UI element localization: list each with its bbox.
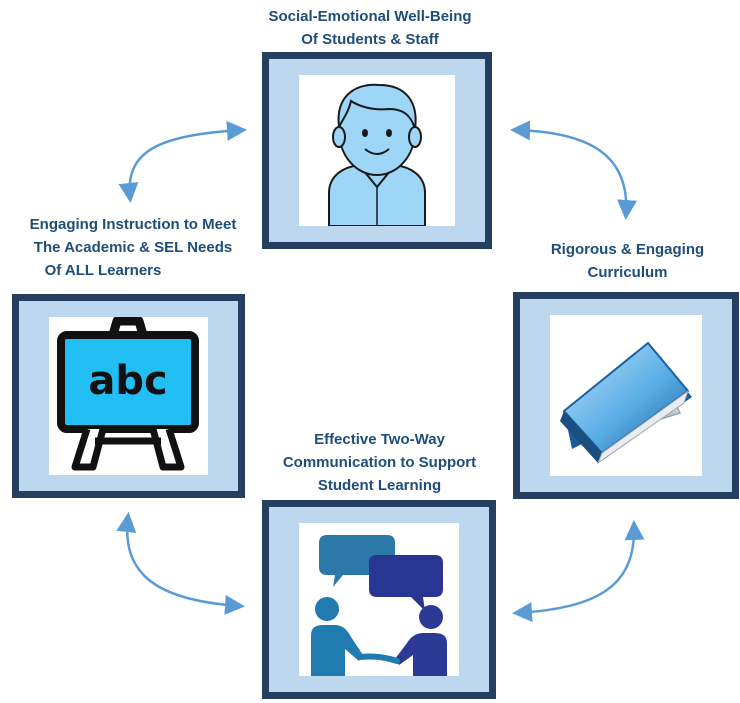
node-frame-top: [262, 52, 492, 249]
label-line: Of ALL Learners: [44, 262, 162, 279]
label-line: The Academic & SEL Needs: [33, 239, 233, 256]
arrow-top-right: [510, 120, 637, 220]
node-frame-left: abc: [12, 294, 245, 498]
label-line: Communication to Support: [282, 454, 477, 471]
node-label-bottom: Effective Two-Way Communication to Suppo…: [262, 428, 497, 497]
arrow-bottom-right: [512, 520, 645, 623]
label-line: Engaging Instruction to Meet: [29, 216, 237, 233]
node-label-right: Rigorous & Engaging Curriculum: [520, 238, 735, 284]
label-line: Social-Emotional Well-Being: [268, 8, 472, 25]
node-frame-bottom: [262, 500, 496, 699]
node-panel-bottom: [299, 523, 459, 676]
node-panel-right: [550, 315, 702, 476]
node-panel-left: abc: [49, 317, 208, 475]
arrow-left-top: [118, 120, 247, 203]
label-line: Rigorous & Engaging: [550, 241, 705, 258]
label-line: Of Students & Staff: [301, 31, 439, 48]
label-line: Curriculum: [587, 264, 668, 281]
book-icon: [560, 341, 692, 465]
node-frame-right: [513, 292, 739, 499]
node-label-top: Social-Emotional Well-Being Of Students …: [225, 5, 515, 51]
label-line: Effective Two-Way: [314, 431, 445, 448]
student-icon: [328, 83, 426, 226]
board-text: abc: [88, 358, 167, 404]
node-panel-top: [299, 75, 455, 226]
node-label-left: Engaging Instruction to Meet The Academi…: [8, 213, 258, 282]
conversation-icon: [311, 535, 447, 676]
label-line: Student Learning: [317, 477, 442, 494]
arrow-left-bottom: [116, 512, 245, 615]
chalkboard-icon: abc: [57, 317, 199, 471]
